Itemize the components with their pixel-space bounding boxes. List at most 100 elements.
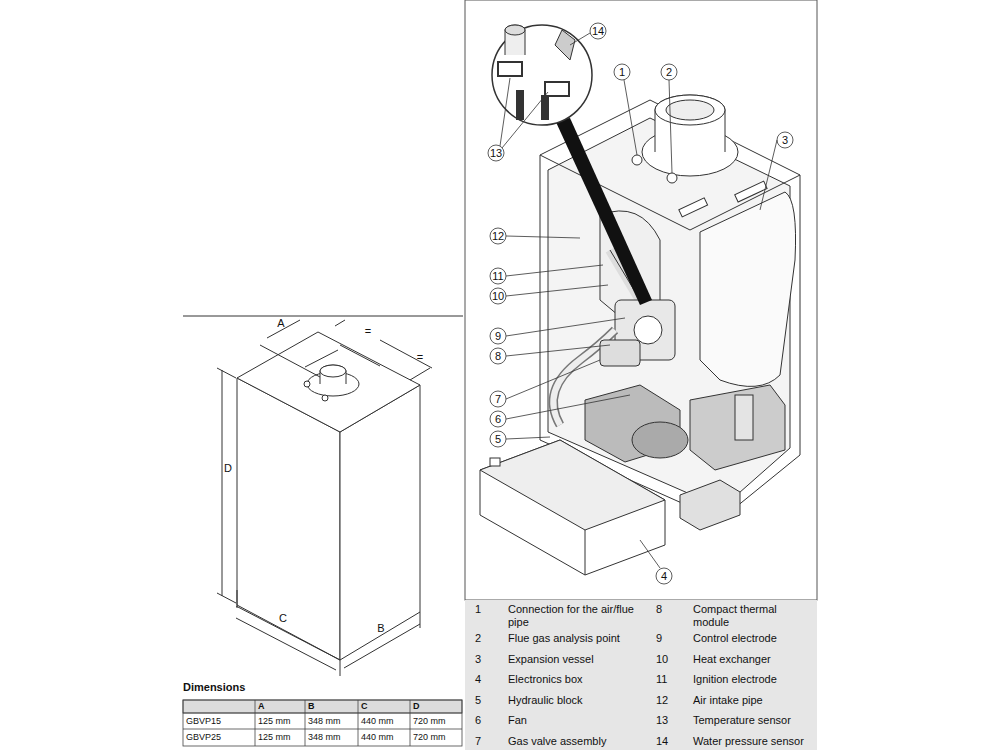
drawing-shape: [380, 340, 432, 368]
table-cell: 125 mm: [258, 732, 304, 743]
callout-number: 4: [654, 569, 674, 583]
drawing-shape: [492, 25, 592, 125]
drawing-shape: [760, 140, 777, 210]
drawing-shape: [340, 385, 420, 660]
legend-text: Ignition electrode: [693, 673, 813, 686]
drawing-shape: [335, 320, 345, 326]
drawing-shape: [217, 368, 236, 378]
drawing-shape: [570, 33, 590, 45]
dimension-letter: C: [273, 611, 293, 625]
callout-number: 5: [488, 432, 508, 446]
drawing-shape: [322, 395, 328, 401]
drawing-shape: [555, 30, 575, 60]
callout-number: 7: [488, 392, 508, 406]
drawing-shape: [255, 700, 256, 746]
table-cell: 440 mm: [361, 732, 409, 743]
drawing-shape: [340, 345, 380, 366]
left-boiler: [183, 316, 463, 676]
table-title: Dimensions: [183, 681, 245, 694]
drawing-shape: [666, 100, 714, 120]
legend-number: 10: [656, 653, 688, 666]
legend-number: 14: [656, 735, 688, 748]
legend-number: 6: [475, 714, 500, 727]
drawing-shape: [680, 480, 740, 530]
drawing-shape: [410, 368, 430, 380]
legend-number: 3: [475, 653, 500, 666]
drawing-shape: [506, 437, 550, 439]
callout-number: 2: [659, 65, 679, 79]
callout-number: 13: [486, 146, 506, 160]
drawing-shape: [305, 700, 306, 746]
drawing-shape: [506, 395, 630, 419]
legend-text: Gas valve assembly: [508, 735, 646, 748]
table-cell: 348 mm: [308, 732, 357, 743]
drawing-shape: [506, 285, 608, 296]
legend-text: Air intake pipe: [693, 694, 813, 707]
table-cell: GBVP25: [186, 732, 254, 743]
drawing-shape: [410, 700, 411, 746]
drawing-shape: [555, 118, 652, 305]
drawing-shape: [505, 25, 525, 55]
callout-number: 8: [488, 349, 508, 363]
drawing-shape: [237, 590, 238, 608]
table-cell: 440 mm: [361, 716, 409, 727]
legend-number: 11: [656, 673, 688, 686]
legend-number: 9: [656, 632, 688, 645]
dimension-letter: A: [271, 316, 291, 330]
drawing-shape: [236, 618, 336, 670]
drawing-shape: [480, 440, 665, 575]
table-header: D: [413, 701, 461, 712]
drawing-shape: [183, 729, 462, 730]
right-panel: [465, 0, 817, 750]
callout-number: 14: [588, 24, 608, 38]
table-header: B: [308, 701, 357, 712]
drawing-shape: [735, 181, 767, 202]
legend-number: 13: [656, 714, 688, 727]
drawing-shape: [700, 192, 796, 386]
legend-text: Electronics box: [508, 673, 646, 686]
drawing-shape: [465, 600, 817, 750]
drawing-shape: [420, 612, 421, 628]
legend-number: 2: [475, 632, 500, 645]
drawing-shape: [502, 92, 548, 148]
callout-number: 1: [612, 65, 632, 79]
drawing-shape: [520, 90, 545, 120]
drawing-shape: [669, 80, 672, 173]
drawing-shape: [667, 173, 677, 183]
drawing-shape: [679, 198, 708, 217]
drawing-shape: [183, 713, 462, 714]
drawing-shape: [634, 316, 662, 344]
zoom-inset: [492, 25, 652, 305]
drawing-shape: [505, 25, 525, 35]
legend-number: 12: [656, 694, 688, 707]
callout-number: 10: [488, 289, 508, 303]
drawing-shape: [506, 318, 625, 336]
drawing-shape: [545, 82, 569, 96]
drawing-shape: [655, 95, 725, 125]
drawing-shape: [260, 345, 320, 377]
table-header: C: [361, 701, 409, 712]
drawing-shape: [655, 95, 725, 152]
dimension-letter: =: [410, 350, 430, 364]
drawing-shape: [498, 62, 522, 76]
legend-text: Flue gas analysis point: [508, 632, 646, 645]
drawing-shape: [690, 385, 785, 470]
drawing-shape: [320, 365, 346, 384]
drawing-shape: [465, 0, 817, 600]
drawing-shape: [500, 78, 510, 146]
drawing-shape: [632, 155, 642, 165]
dimension-letter: B: [371, 621, 391, 635]
drawing-shape: [506, 265, 603, 276]
callout-number: 12: [488, 229, 508, 243]
legend-text: Compact thermal module: [693, 603, 813, 629]
drawing-shape: [305, 350, 338, 367]
table-cell: GBVP15: [186, 716, 254, 727]
drawing-shape: [585, 530, 586, 575]
legend-text: Connection for the air/flue pipe: [508, 603, 646, 629]
leader-lines: [488, 23, 793, 584]
legend-number: 1: [475, 603, 500, 616]
drawing-shape: [506, 345, 610, 356]
drawing-shape: [217, 593, 236, 603]
